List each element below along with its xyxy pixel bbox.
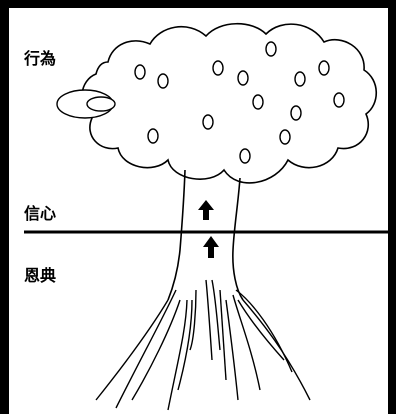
frame-top-border <box>0 0 396 8</box>
root <box>177 299 193 391</box>
trunk-label: 信心 <box>24 204 57 223</box>
fruit <box>252 94 264 110</box>
up-arrows <box>198 200 219 258</box>
trunk-right-edge <box>232 177 244 301</box>
fruit <box>239 148 251 164</box>
trunk-left-edge <box>167 169 186 301</box>
root <box>211 279 221 351</box>
fruit <box>134 64 146 80</box>
root <box>95 299 169 401</box>
frame-right-border <box>388 0 396 414</box>
fruit <box>202 114 214 130</box>
fruits <box>134 41 345 164</box>
fruit <box>294 71 306 87</box>
up-arrow-icon <box>203 236 219 258</box>
tree-canopy <box>81 23 378 184</box>
fruit <box>333 92 345 108</box>
root <box>225 299 239 401</box>
root <box>205 279 213 361</box>
canopy-knot-inner <box>86 96 116 112</box>
tree-trunk <box>167 169 244 301</box>
root <box>167 299 188 411</box>
root <box>242 299 311 401</box>
root <box>189 289 197 351</box>
fruit <box>157 73 169 89</box>
fruit <box>279 129 291 145</box>
root <box>237 299 285 361</box>
roots-label: 恩典 <box>24 266 57 285</box>
fruit <box>290 105 302 121</box>
root <box>232 294 261 391</box>
fruit <box>318 60 330 76</box>
up-arrow-icon <box>198 200 214 220</box>
tree-roots <box>95 279 311 411</box>
root <box>235 289 293 373</box>
fruit <box>212 60 224 76</box>
fruit <box>265 41 277 57</box>
root <box>115 289 177 409</box>
fruit-label: 行為 <box>24 49 57 68</box>
frame-left-border <box>0 0 9 414</box>
fruit <box>237 70 249 86</box>
root <box>219 289 227 381</box>
root <box>131 299 181 401</box>
fruit <box>147 128 159 144</box>
